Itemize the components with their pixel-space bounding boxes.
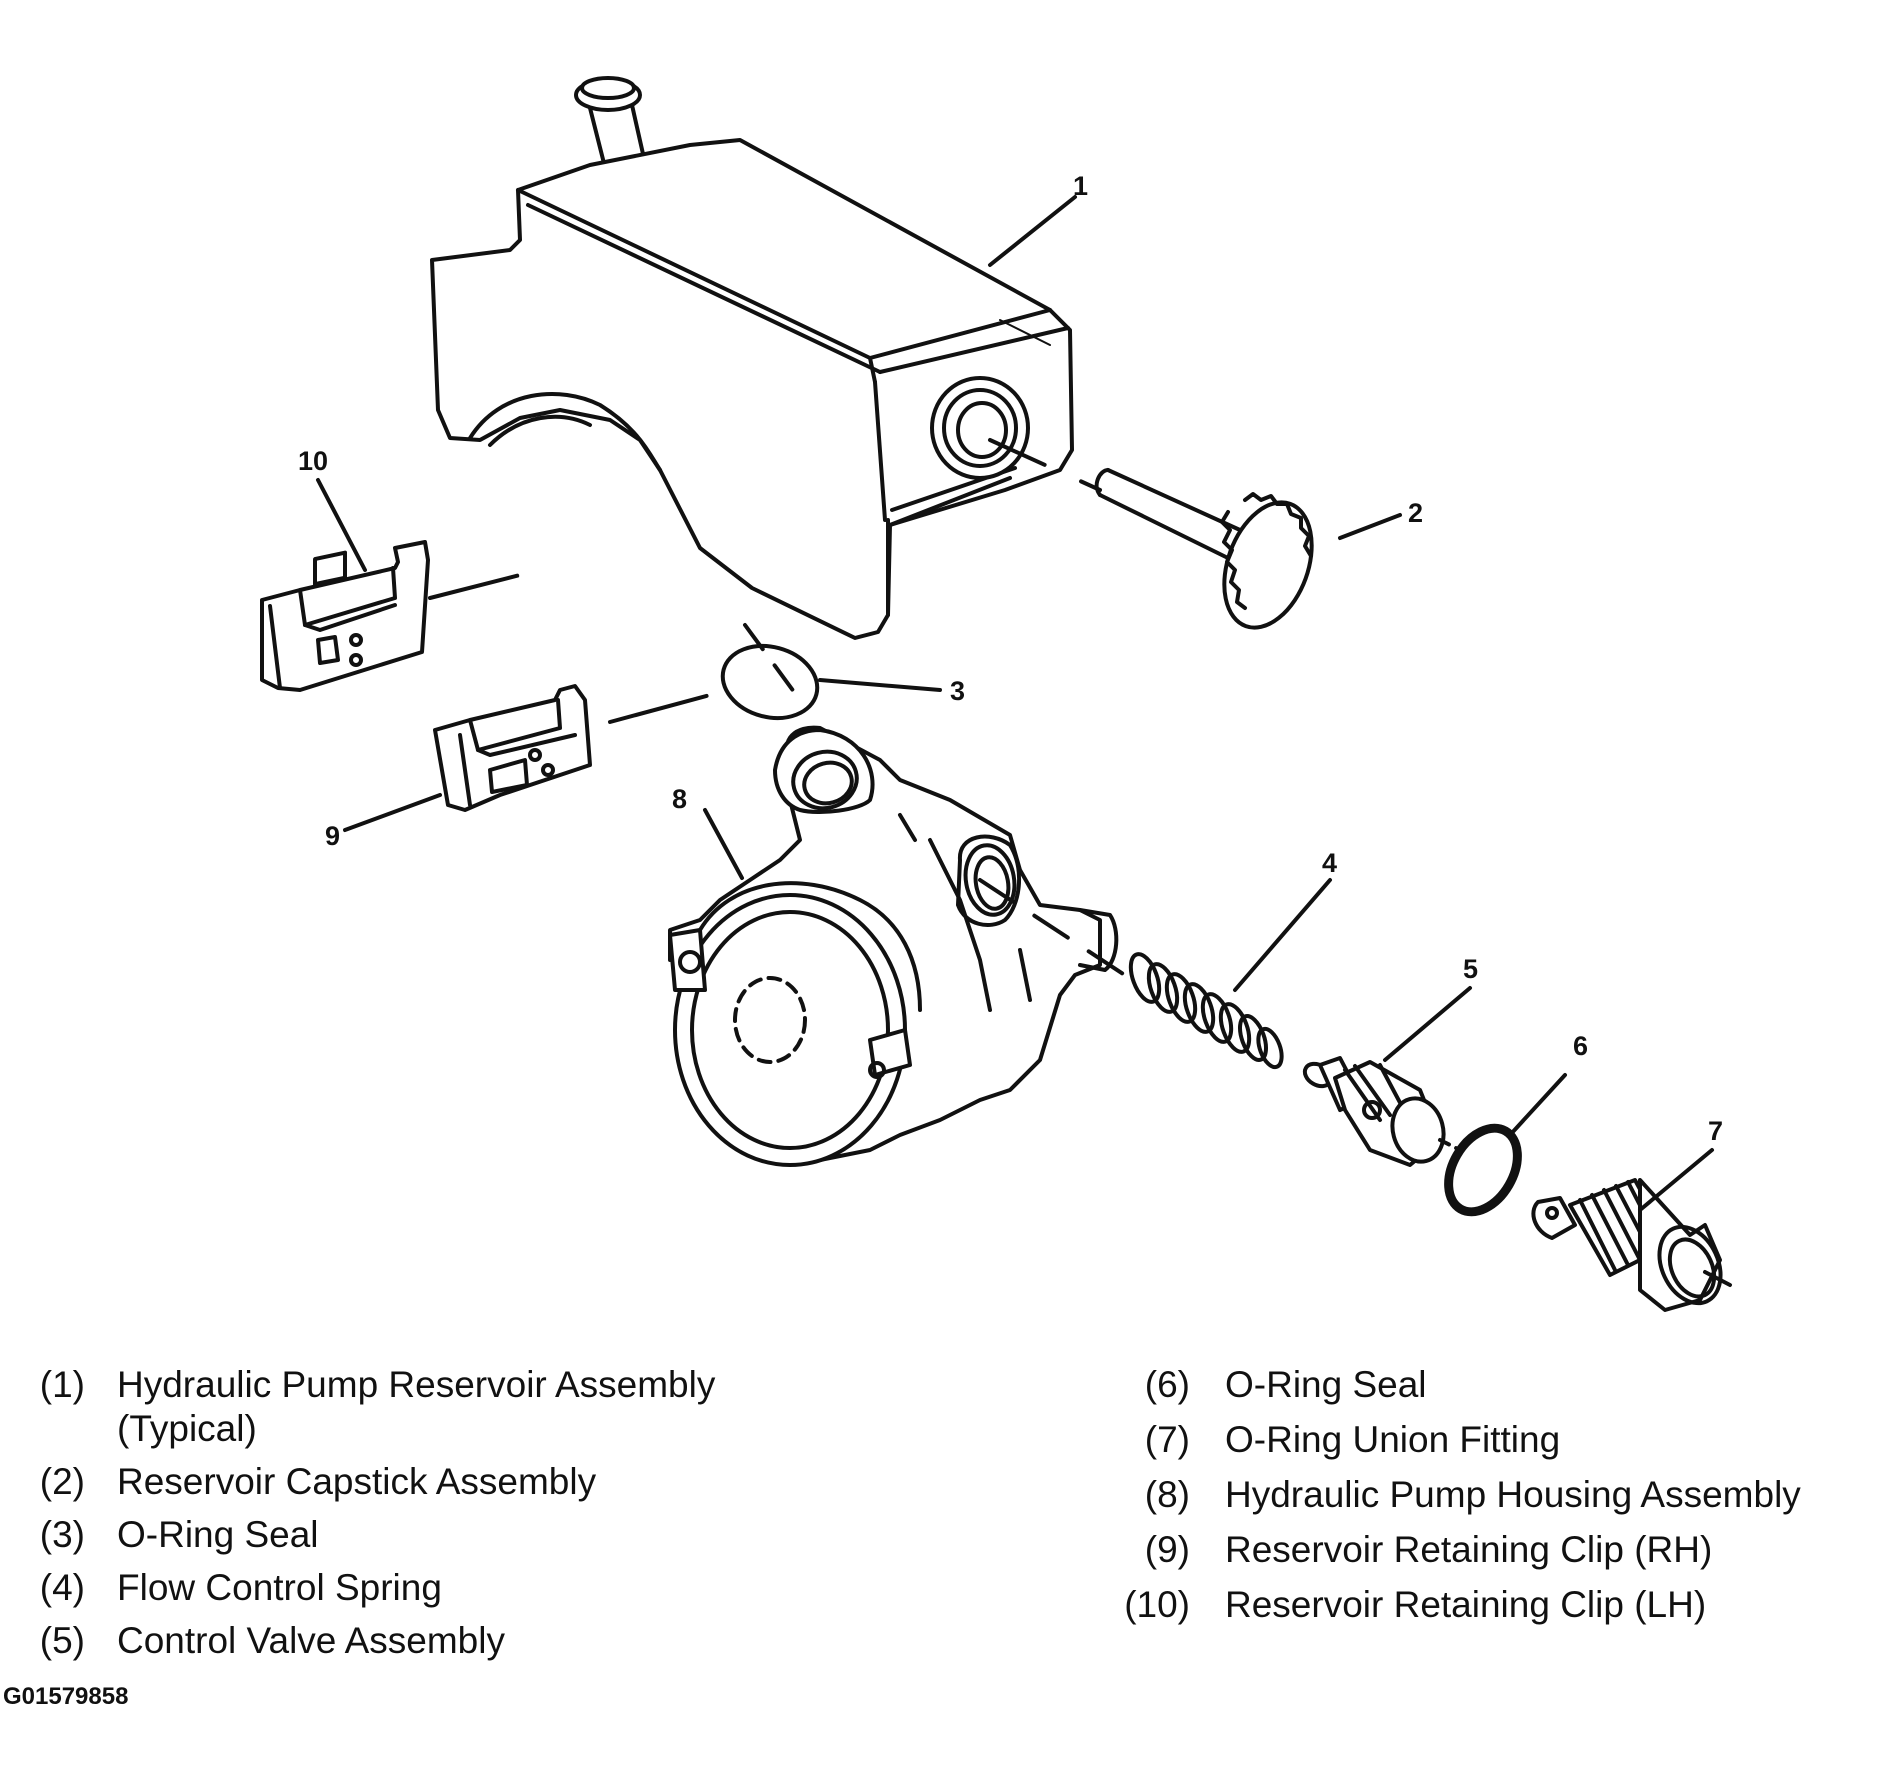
legend-number: (1) bbox=[39, 1364, 85, 1405]
legend-number: (6) bbox=[1144, 1364, 1190, 1405]
callout-leader-8 bbox=[703, 808, 744, 880]
legend-number: (4) bbox=[39, 1567, 85, 1608]
union-fitting-drawing bbox=[1531, 1178, 1732, 1312]
legend-label: Reservoir Retaining Clip (LH) bbox=[1225, 1584, 1707, 1625]
legend-number: (7) bbox=[1144, 1419, 1190, 1460]
legend-label-continued: (Typical) bbox=[117, 1408, 257, 1449]
control-valve-drawing bbox=[1302, 1056, 1462, 1167]
oring-seal-6-drawing bbox=[1444, 1123, 1522, 1217]
legend-number: (5) bbox=[39, 1620, 85, 1661]
callout-8: 8 bbox=[672, 784, 687, 814]
callout-leader-10 bbox=[316, 478, 367, 572]
callout-leader-7 bbox=[1638, 1148, 1714, 1212]
reservoir-assembly-drawing bbox=[430, 76, 1074, 640]
legend-number: (3) bbox=[39, 1514, 85, 1555]
callout-3: 3 bbox=[950, 676, 965, 706]
lh-clip-drawing bbox=[260, 540, 522, 692]
legend-label: Hydraulic Pump Housing Assembly bbox=[1225, 1474, 1801, 1515]
callout-10: 10 bbox=[298, 446, 328, 476]
callout-6: 6 bbox=[1573, 1031, 1588, 1061]
legend-number: (9) bbox=[1144, 1529, 1190, 1570]
callout-leader-2 bbox=[1338, 513, 1402, 540]
legend-label: Reservoir Capstick Assembly bbox=[117, 1461, 597, 1502]
callout-1: 1 bbox=[1073, 171, 1088, 201]
callout-leader-1 bbox=[988, 195, 1077, 267]
callout-4: 4 bbox=[1322, 848, 1337, 878]
legend-label: Hydraulic Pump Reservoir Assembly bbox=[117, 1364, 716, 1405]
exploded-parts-diagram: 1 2 3 10 9 bbox=[260, 76, 1732, 1312]
callout-5: 5 bbox=[1463, 954, 1478, 984]
legend-label: Control Valve Assembly bbox=[117, 1620, 505, 1661]
flow-control-spring-drawing bbox=[1128, 952, 1284, 1070]
legend-number: (10) bbox=[1124, 1584, 1190, 1625]
callout-7: 7 bbox=[1708, 1116, 1723, 1146]
callout-2: 2 bbox=[1408, 498, 1423, 528]
oring-seal-3-drawing bbox=[720, 623, 820, 721]
legend-number: (2) bbox=[39, 1461, 85, 1502]
rh-clip-drawing bbox=[433, 684, 712, 812]
capstick-drawing bbox=[988, 438, 1314, 630]
callout-leader-5 bbox=[1383, 986, 1472, 1062]
legend-number: (8) bbox=[1144, 1474, 1190, 1515]
figure-id: G01579858 bbox=[3, 1683, 129, 1710]
legend-label: Flow Control Spring bbox=[117, 1567, 442, 1608]
pump-housing-drawing bbox=[668, 725, 1119, 1167]
legend-label: O-Ring Seal bbox=[117, 1514, 319, 1555]
callout-leader-9 bbox=[343, 793, 442, 832]
callout-leader-4 bbox=[1233, 878, 1332, 992]
legend-label: O-Ring Union Fitting bbox=[1225, 1419, 1561, 1460]
legend-label: Reservoir Retaining Clip (RH) bbox=[1225, 1529, 1713, 1570]
callout-9: 9 bbox=[325, 821, 340, 851]
legend-label: O-Ring Seal bbox=[1225, 1364, 1427, 1405]
callout-leader-6 bbox=[1508, 1073, 1567, 1137]
callout-leader-3 bbox=[818, 678, 942, 692]
